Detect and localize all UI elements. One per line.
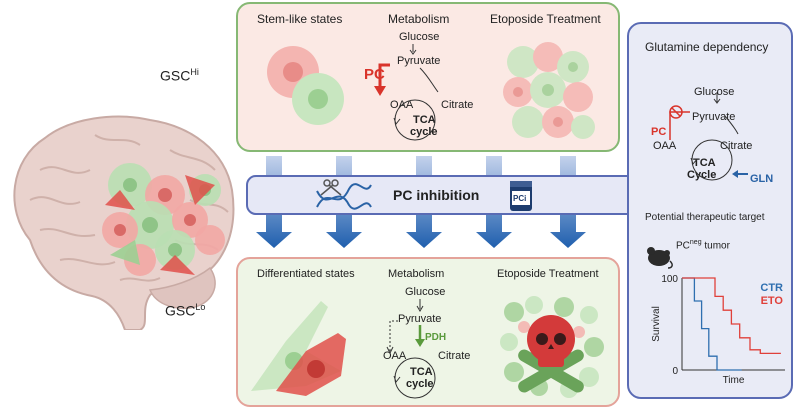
- bottom-citrate-label: Citrate: [438, 350, 471, 362]
- gln-label: GLN: [750, 173, 774, 185]
- tumor-cells: [102, 163, 225, 276]
- legend-eto: ETO: [761, 295, 784, 307]
- metabolism-heading-bottom: Metabolism: [388, 268, 445, 280]
- pci-drug-icon: [510, 181, 532, 211]
- top-pyruvate-label: Pyruvate: [397, 55, 441, 67]
- bottom-metabolism-arrows: [386, 299, 436, 399]
- cerebellum-shape: [148, 266, 216, 310]
- bottom-oaa-label: OAA: [383, 350, 407, 362]
- side-pc-label: PC: [651, 126, 667, 138]
- therapeutic-target-label: Potential therapeutic target: [645, 212, 765, 223]
- skull-crossbones-icon: [518, 315, 584, 393]
- stem-like-heading: Stem-like states: [257, 12, 343, 26]
- bottom-tca-label: TCA: [410, 366, 433, 378]
- top-citrate-label: Citrate: [441, 99, 474, 111]
- pdh-label: PDH: [425, 332, 447, 343]
- side-cycle-label: Cycle: [687, 169, 717, 181]
- etoposide-heading-bottom: Etoposide Treatment: [497, 268, 599, 280]
- differentiated-cells: [251, 301, 346, 396]
- differentiated-heading: Differentiated states: [257, 268, 355, 280]
- side-tca-label: TCA: [693, 157, 716, 169]
- glutamine-title: Glutamine dependency: [645, 40, 769, 54]
- legend-ctr: CTR: [760, 282, 783, 294]
- series-line-ctr: [682, 277, 742, 371]
- etoposide-cells-bottom: [500, 296, 604, 398]
- side-oaa-label: OAA: [653, 140, 677, 152]
- bottom-pyruvate-label: Pyruvate: [398, 313, 442, 325]
- metabolism-heading: Metabolism: [388, 12, 450, 26]
- dna-scissors-icon: [316, 179, 372, 210]
- side-citrate-label: Citrate: [720, 140, 753, 152]
- pc-neg-tumor-label: PCneg tumor: [676, 239, 730, 252]
- pc-inhibition-bar: PC inhibition PCi: [246, 175, 686, 215]
- gsc-lo-label: GSCLo: [165, 302, 206, 319]
- y-tick-label: 0: [672, 366, 678, 377]
- side-metabolism-arrows: [669, 92, 748, 181]
- top-metabolism-arrows: [374, 44, 439, 141]
- brain-illustration: [13, 115, 235, 330]
- etoposide-cells-top: [503, 42, 595, 139]
- gsc-hi-label: GSCHi: [160, 67, 199, 84]
- gsc-lo-panel: Differentiated states Metabolism Etoposi…: [236, 257, 620, 407]
- y-tick-label: 100: [661, 274, 678, 285]
- pc-inhibition-title: PC inhibition: [393, 187, 480, 203]
- top-cycle-label: cycle: [410, 126, 438, 138]
- top-glucose-label: Glucose: [399, 31, 440, 43]
- series-line-eto: [682, 277, 781, 355]
- stem-like-cells: [267, 46, 344, 125]
- glutamine-panel: Glutamine dependency Glucose Pyruvate PC…: [627, 22, 793, 399]
- side-glucose-label: Glucose: [694, 86, 735, 98]
- x-axis-label: Time: [723, 375, 745, 386]
- etoposide-heading: Etoposide Treatment: [490, 12, 601, 26]
- y-axis-label: Survival: [651, 306, 662, 342]
- bottom-glucose-label: Glucose: [405, 286, 446, 298]
- mouse-icon: [647, 247, 673, 269]
- pci-label: PCi: [513, 194, 527, 203]
- side-pyruvate-label: Pyruvate: [692, 111, 736, 123]
- bottom-cycle-label: cycle: [406, 378, 434, 390]
- top-tca-label: TCA: [413, 114, 436, 126]
